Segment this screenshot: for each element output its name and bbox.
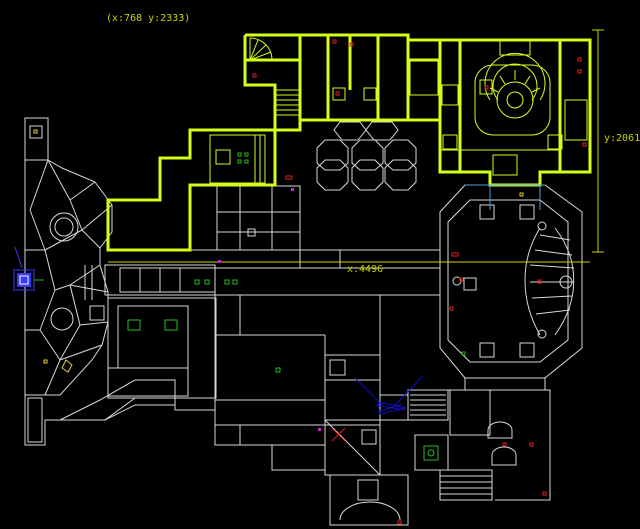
cursor-coordinate-readout: (x:768 y:2333) xyxy=(106,13,191,24)
map-walls xyxy=(24,117,583,526)
southwest-annex xyxy=(104,367,215,421)
pillar-grid xyxy=(316,121,417,191)
central-rooms xyxy=(107,185,449,526)
selection-height-readout: y:2061 xyxy=(604,133,640,144)
selected-sector-outline[interactable] xyxy=(106,33,592,252)
selected-sector-detail xyxy=(209,37,588,184)
octagon-hall xyxy=(408,184,583,501)
item-marker-icon xyxy=(331,427,346,442)
item-marker-icon xyxy=(33,129,524,373)
camera-view-icon[interactable] xyxy=(354,375,424,415)
item-marker-icon xyxy=(218,188,321,431)
item-markers[interactable] xyxy=(33,39,587,525)
central-corridor xyxy=(104,249,440,296)
item-marker-icon xyxy=(127,152,466,461)
connection-edges xyxy=(465,184,545,210)
spiral-stairs xyxy=(496,81,534,119)
dimension-guides xyxy=(108,29,604,263)
player-start-icon[interactable] xyxy=(13,246,44,291)
selection-width-readout: x:4496 xyxy=(347,264,384,275)
item-marker-icon xyxy=(252,39,587,525)
tower-pillars xyxy=(49,212,79,331)
